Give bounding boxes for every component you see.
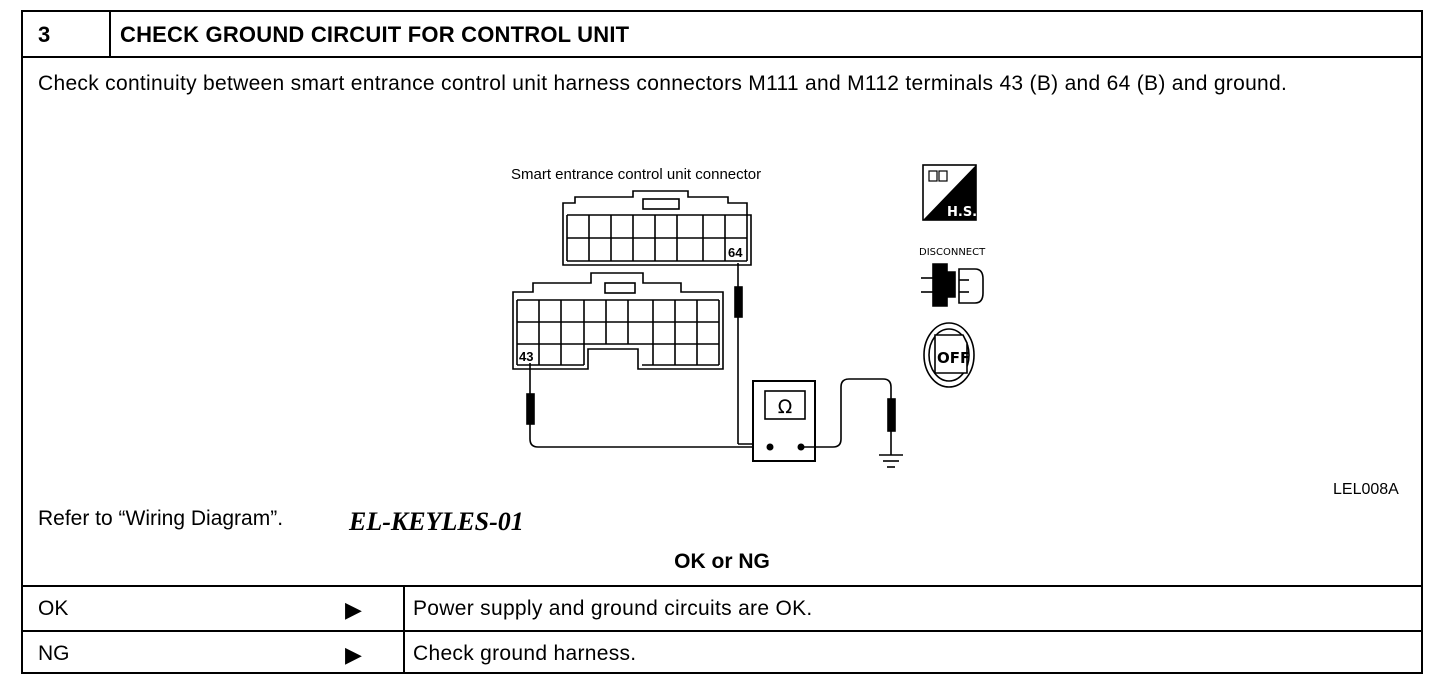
terminal-43-label: 43 — [519, 349, 533, 364]
header-separator — [109, 12, 111, 56]
upper-connector — [562, 190, 752, 266]
harness-side-icon — [922, 164, 977, 221]
step-number: 3 — [38, 22, 51, 47]
harness-side-label: H.S. — [947, 205, 977, 220]
probe-lower — [526, 363, 763, 448]
probe-upper — [734, 263, 763, 445]
results-divider-middle — [23, 630, 1421, 632]
reference-text: Refer to “Wiring Diagram”. — [38, 507, 284, 530]
result-arrow-icon: ▶ — [345, 642, 362, 667]
connector-diagram: Smart entrance control unit connector 64 — [511, 164, 986, 468]
ignition-off-label: OFF — [937, 349, 970, 367]
wiring-diagram-link[interactable]: EL-KEYLES-01 — [349, 507, 524, 536]
ohmmeter — [752, 380, 816, 462]
ground-lead — [801, 378, 903, 468]
results-column-separator — [403, 585, 405, 672]
terminal-64-label: 64 — [728, 245, 743, 260]
result-ng-label: NG — [38, 642, 70, 665]
disconnect-connector-icon — [921, 263, 984, 307]
step-title: CHECK GROUND CIRCUIT FOR CONTROL UNIT — [120, 22, 630, 47]
disconnect-label: DISCONNECT — [919, 247, 986, 258]
result-ok-label: OK — [38, 597, 69, 620]
lower-connector — [512, 272, 724, 370]
diagram-caption: Smart entrance control unit connector — [511, 166, 761, 183]
inspection-step-table: 3 CHECK GROUND CIRCUIT FOR CONTROL UNIT … — [21, 10, 1423, 674]
result-ok-text: Power supply and ground circuits are OK. — [413, 597, 813, 620]
results-divider-top — [23, 585, 1421, 587]
ignition-off-key-icon — [923, 322, 975, 388]
result-ng-text: Check ground harness. — [413, 642, 637, 665]
header-divider — [23, 56, 1421, 58]
figure-id: LEL008A — [1333, 481, 1399, 498]
ohm-symbol: Ω — [778, 396, 793, 418]
instruction-text: Check continuity between smart entrance … — [38, 72, 1288, 95]
result-arrow-icon: ▶ — [345, 597, 362, 622]
result-header: OK or NG — [674, 550, 770, 573]
